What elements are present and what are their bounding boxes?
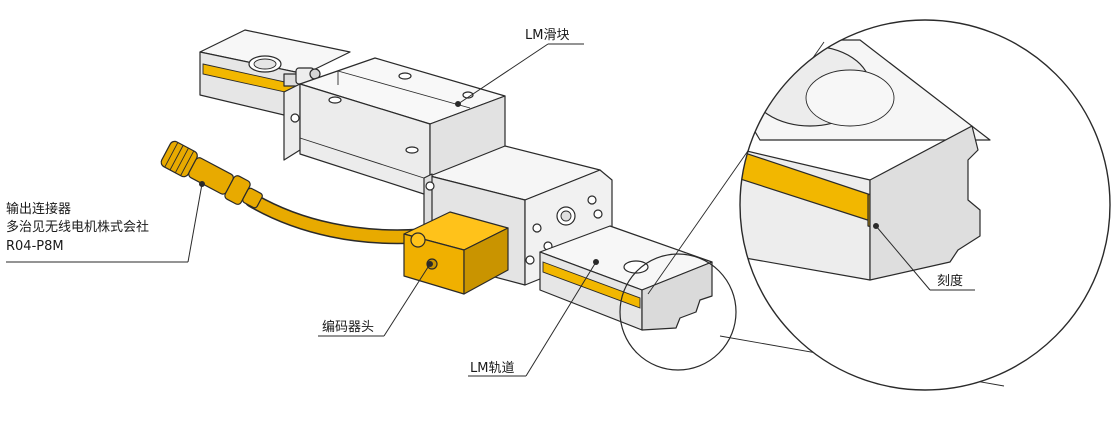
encoder-head — [403, 211, 509, 295]
label-connector-line3: R04-P8M — [6, 239, 64, 254]
grease-nipple — [283, 67, 321, 87]
output-connector — [160, 140, 428, 245]
leader-lines — [6, 43, 975, 377]
encoder-head-side — [463, 227, 509, 295]
label-lm-rail: LM轨道 — [470, 361, 514, 376]
rail-end-front — [641, 261, 713, 331]
detail-source-circle — [619, 253, 737, 371]
detail-magnifier — [619, 19, 1111, 391]
rail-bolt-hole-front — [623, 260, 649, 274]
rail-bolt-hole-back-inner — [253, 58, 277, 70]
rail-scale-front — [542, 261, 641, 309]
connector-plug — [160, 140, 263, 209]
label-scale: 刻度 — [937, 273, 963, 289]
lm-rail-front — [539, 225, 713, 331]
label-connector-line1: 输出连接器 — [6, 201, 71, 217]
label-encoder-head: 编码器头 — [322, 320, 374, 335]
block-end-seal — [283, 83, 301, 161]
lm-rail-back — [199, 29, 351, 121]
label-connector-line2: 多治见无线电机株式会社 — [6, 219, 149, 235]
label-lm-block: LM滑块 — [525, 28, 569, 43]
